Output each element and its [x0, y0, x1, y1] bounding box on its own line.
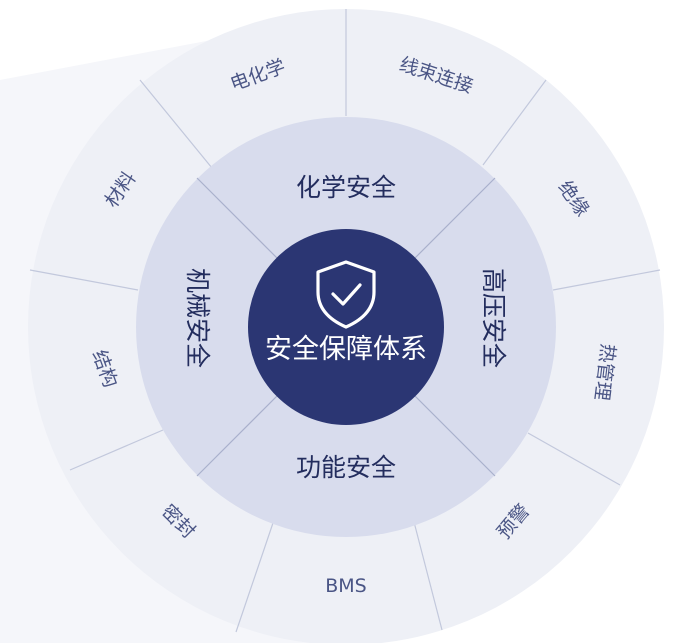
middle-label-functional: 功能安全 — [296, 453, 396, 482]
middle-ring-dividers — [196, 177, 496, 477]
shield-check-icon — [316, 260, 376, 329]
middle-label-mechanical: 机械安全 — [183, 268, 212, 368]
outer-label-bms: BMS — [325, 575, 367, 597]
outer-ring-dividers — [29, 9, 661, 633]
middle-label-high-voltage: 高压安全 — [479, 268, 508, 368]
center-label: 安全保障体系 — [265, 334, 427, 365]
middle-label-chemical: 化学安全 — [296, 173, 396, 202]
